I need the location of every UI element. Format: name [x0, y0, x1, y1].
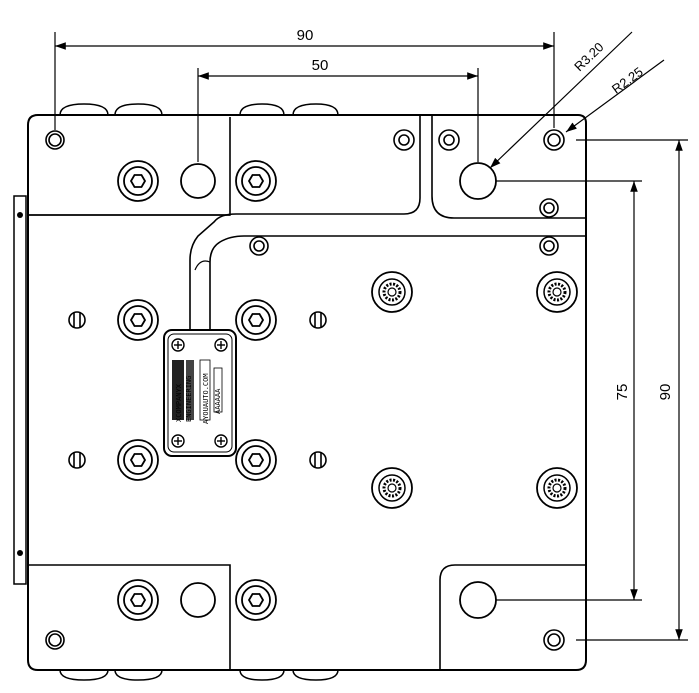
leader-radius-small	[565, 59, 665, 133]
dim-text-right-overall: 90	[657, 384, 674, 401]
label-text-line4: AAAAAA	[214, 388, 222, 414]
dim-text-radius-large: R3.20	[571, 39, 606, 74]
bottom-bumps	[59, 669, 339, 681]
corner-holes	[45, 129, 565, 651]
dimension-top-inner	[197, 68, 479, 162]
dimension-right-overall	[576, 139, 688, 641]
label-text-line1: XCOMPANYX	[175, 383, 183, 422]
dim-text-right-inner: 75	[614, 384, 631, 401]
dim-text-radius-small: R2.25	[609, 64, 646, 97]
dimension-top-overall	[54, 32, 555, 130]
bottom-left-block	[28, 564, 231, 670]
dimension-right-inner	[496, 180, 642, 601]
hex-screws	[117, 160, 277, 621]
leader-radius-large	[489, 31, 633, 169]
slotted-screws	[68, 311, 327, 469]
label-text-line3: AYOUAUTO.COM	[202, 373, 210, 424]
knurled-screws	[371, 271, 578, 509]
plate-outline	[27, 114, 587, 671]
top-bumps	[59, 103, 339, 116]
connector-module: XCOMPANYX ENGINEERING AYOUAUTO.COM AAAAA…	[163, 329, 237, 457]
top-right-piece	[403, 115, 586, 219]
left-side-rail	[13, 195, 27, 585]
bottom-right-block	[439, 564, 586, 670]
dim-text-top-inner: 50	[312, 57, 329, 74]
dim-text-top-overall: 90	[297, 27, 314, 44]
cable-guide	[189, 213, 586, 338]
label-text-line2: ENGINEERING	[185, 376, 193, 422]
